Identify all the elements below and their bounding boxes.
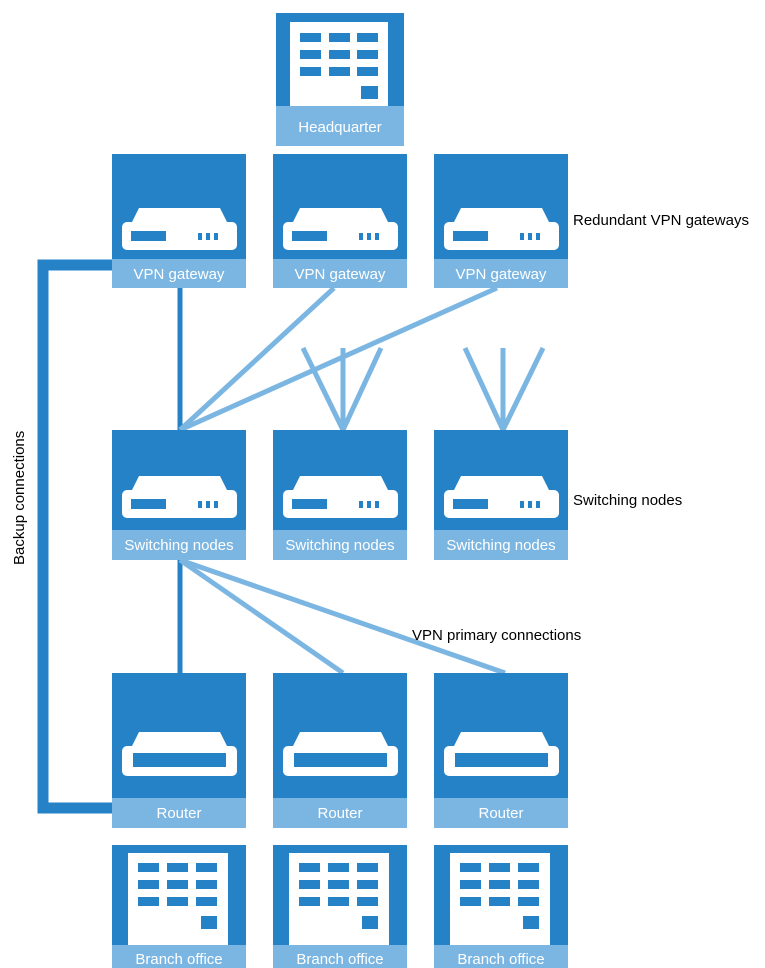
router-label: Router — [317, 805, 362, 822]
router-label: Router — [156, 805, 201, 822]
router-icon — [283, 732, 398, 776]
vpn-device-icon — [444, 476, 559, 518]
switching-node-label: Switching nodes — [124, 537, 233, 554]
vpn-device-icon — [444, 208, 559, 250]
vpn-gateway-label: VPN gateway — [295, 266, 386, 283]
vpn-gateway-node-1: VPN gateway — [112, 154, 246, 288]
switch1-to-router3-link — [179, 557, 506, 676]
router-icon — [122, 732, 237, 776]
backup-connection-line — [37, 259, 112, 814]
switch3-fan-lines — [462, 346, 546, 432]
vpn-device-icon — [122, 476, 237, 518]
vpn-device-icon — [283, 476, 398, 518]
router-node-3: Router — [434, 673, 568, 828]
switching-node-2: Switching nodes — [273, 430, 407, 560]
branch-office-node-3: Branch office — [434, 845, 568, 968]
backup-connections-annotation: Backup connections — [11, 431, 28, 565]
vpn-device-icon — [283, 208, 398, 250]
building-icon — [290, 22, 388, 106]
switch2-fan-lines — [300, 346, 384, 432]
headquarter-node: Headquarter — [276, 13, 404, 146]
primary-connections-annotation: VPN primary connections — [412, 627, 581, 644]
vpn-gateway-label: VPN gateway — [134, 266, 225, 283]
switching-node-label: Switching nodes — [446, 537, 555, 554]
vpn-gateway-label: VPN gateway — [456, 266, 547, 283]
branch-office-label: Branch office — [135, 951, 222, 968]
building-icon — [289, 853, 389, 945]
router-icon — [444, 732, 559, 776]
vpn-gateway-node-2: VPN gateway — [273, 154, 407, 288]
branch-office-label: Branch office — [457, 951, 544, 968]
switch1-to-router2-link — [178, 557, 345, 676]
redundant-gateways-annotation: Redundant VPN gateways — [573, 212, 749, 229]
gateway2-to-switch1-link — [178, 286, 336, 432]
vpn-device-icon — [122, 208, 237, 250]
switching-nodes-annotation: Switching nodes — [573, 492, 682, 509]
branch-office-label: Branch office — [296, 951, 383, 968]
switching-node-1: Switching nodes — [112, 430, 246, 560]
router-label: Router — [478, 805, 523, 822]
vpn-gateway-node-3: VPN gateway — [434, 154, 568, 288]
router-node-1: Router — [112, 673, 246, 828]
switching-node-label: Switching nodes — [285, 537, 394, 554]
switching-node-3: Switching nodes — [434, 430, 568, 560]
gateway3-to-switch1-link — [178, 285, 499, 433]
branch-office-node-2: Branch office — [273, 845, 407, 968]
building-icon — [128, 853, 228, 945]
connections — [37, 259, 546, 814]
building-icon — [450, 853, 550, 945]
branch-office-node-1: Branch office — [112, 845, 246, 968]
router-node-2: Router — [273, 673, 407, 828]
headquarter-label: Headquarter — [298, 119, 381, 136]
